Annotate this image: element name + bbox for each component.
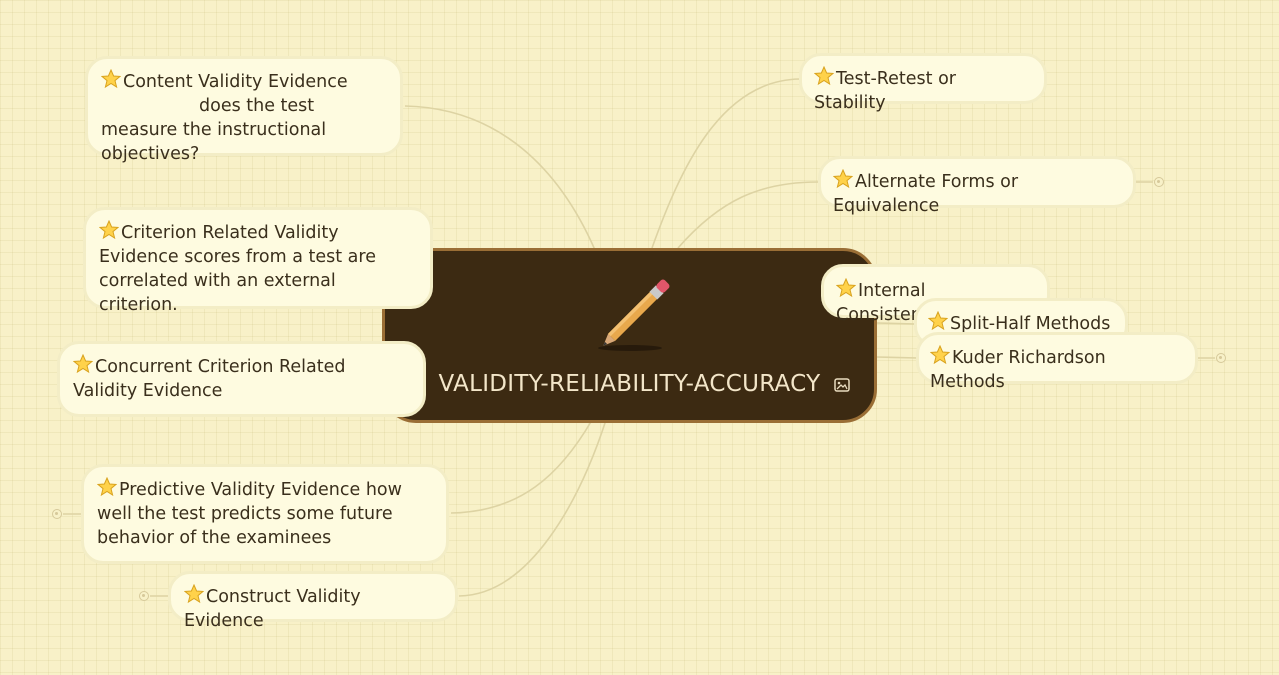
star-icon <box>99 220 119 240</box>
link-predictive-validity <box>450 419 593 514</box>
link-split-half <box>876 322 917 325</box>
topic-test-retest[interactable]: Test-Retest or Stability <box>799 53 1047 113</box>
topic-criterion-validity[interactable]: Criterion Related Validity Evidence scor… <box>83 207 433 315</box>
star-icon <box>73 354 93 374</box>
topic-title: Test-Retest or Stability <box>814 69 956 113</box>
star-icon <box>814 66 834 86</box>
topic-title: Criterion Related Validity Evidence <box>99 223 339 267</box>
central-topic-title: VALIDITY-RELIABILITY-ACCURACY <box>438 371 821 397</box>
link-content-validity <box>404 105 596 251</box>
collapse-toggle[interactable] <box>139 591 149 601</box>
collapse-toggle[interactable] <box>1154 177 1164 187</box>
star-icon <box>97 477 117 497</box>
pencil-icon <box>598 279 670 351</box>
topic-title: Content Validity Evidence <box>123 72 348 92</box>
link-kuder <box>876 356 919 359</box>
topic-title: Construct Validity Evidence <box>184 587 361 631</box>
link-construct-validity <box>458 419 607 597</box>
topic-title: Predictive Validity Evidence how well th… <box>97 480 402 548</box>
topic-predictive-validity[interactable]: Predictive Validity Evidence how well th… <box>81 464 449 564</box>
topic-alternate-forms[interactable]: Alternate Forms or Equivalence <box>818 156 1136 216</box>
topic-title: Concurrent Criterion Related Validity Ev… <box>73 357 346 401</box>
collapse-toggle[interactable] <box>52 509 62 519</box>
topic-construct-validity[interactable]: Construct Validity Evidence <box>168 571 458 631</box>
link-test-retest <box>651 78 801 249</box>
star-icon <box>184 584 204 604</box>
star-icon <box>836 278 856 298</box>
topic-content-validity[interactable]: Content Validity Evidence does the test m… <box>85 56 403 164</box>
topic-kuder-richardson[interactable]: Kuder Richardson Methods <box>916 332 1198 392</box>
star-icon <box>101 69 121 89</box>
topic-note: does the test measure the instructional … <box>101 96 327 164</box>
topic-title: Alternate Forms or Equivalence <box>833 172 1019 216</box>
star-icon <box>930 345 950 365</box>
topic-title: Split-Half Methods <box>950 314 1111 334</box>
topic-concurrent-validity[interactable]: Concurrent Criterion Related Validity Ev… <box>57 341 426 417</box>
image-icon[interactable] <box>834 378 850 392</box>
central-topic[interactable]: VALIDITY-RELIABILITY-ACCURACY <box>382 248 877 423</box>
link-alternate-forms <box>677 181 819 249</box>
collapse-toggle[interactable] <box>1216 353 1226 363</box>
topic-note: scores from a test are correlated with a… <box>99 247 376 315</box>
star-icon <box>928 311 948 331</box>
topic-title: Kuder Richardson Methods <box>930 348 1106 392</box>
star-icon <box>833 169 853 189</box>
